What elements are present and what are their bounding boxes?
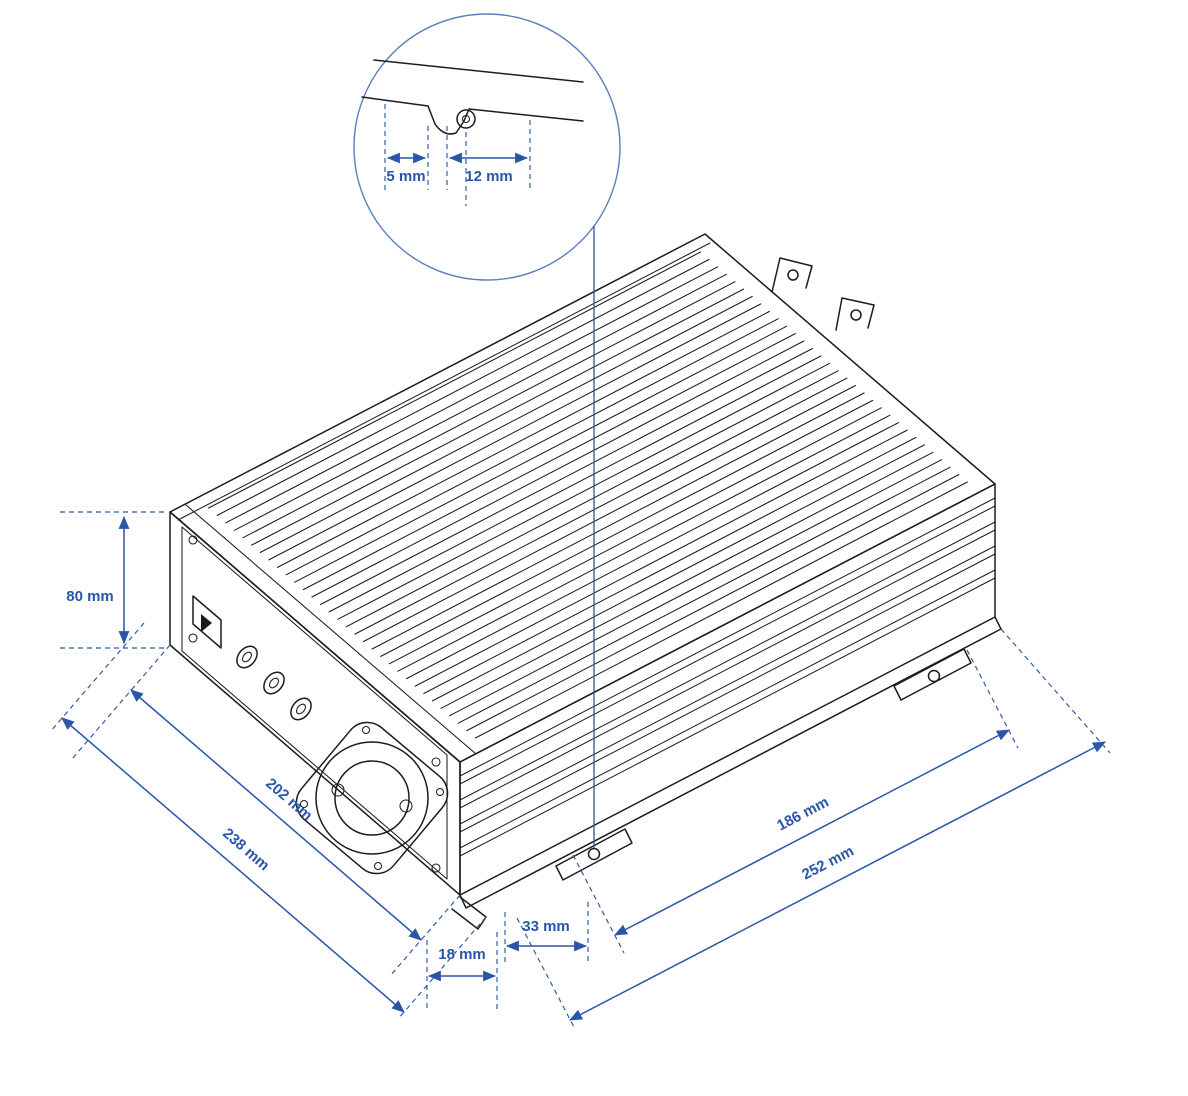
power-switch — [192, 595, 222, 649]
dim-label-186mm: 186 mm — [774, 794, 831, 835]
dim-80mm: 80 mm — [60, 511, 168, 649]
detail-top-edge — [373, 59, 584, 83]
dimensions: 80 mm 202 mm 238 mm 18 mm 33 mm 186 mm — [49, 511, 1111, 1030]
detail-screw-center — [461, 114, 471, 124]
front-panel — [181, 526, 448, 880]
mounting-ear-2 — [835, 297, 875, 331]
heatsink-fins-side-icon — [459, 497, 996, 857]
outlet-ring — [315, 741, 429, 855]
mounting-tab-rear — [893, 648, 972, 701]
outlet-clip-right — [399, 799, 413, 813]
mounting-hole-front — [587, 847, 601, 861]
ac-outlet — [295, 721, 449, 875]
detail-flange-edge — [361, 96, 584, 135]
ear-hole-1 — [787, 269, 799, 281]
indicator-terminals — [236, 645, 312, 721]
dim-label-238mm: 238 mm — [219, 825, 272, 874]
detail-extension-lines — [384, 104, 531, 206]
inverter-drawing — [169, 233, 1002, 930]
dim-label-252mm: 252 mm — [799, 843, 856, 884]
dim-label-5mm: 5 mm — [386, 168, 425, 185]
outlet-screws — [299, 725, 445, 871]
dim-label-33mm: 33 mm — [522, 918, 570, 935]
base-skirt — [459, 616, 1002, 909]
detail-screw-icon — [456, 109, 476, 129]
outlet-well — [334, 760, 410, 836]
mounting-hole-rear — [927, 669, 941, 683]
detail-callout: 5 mm 12 mm — [353, 13, 621, 848]
cover-lip — [177, 242, 711, 755]
detail-circle — [353, 13, 621, 281]
dim-252mm: 252 mm — [516, 628, 1111, 1030]
dim-33mm: 33 mm — [504, 902, 589, 963]
outlet-plate — [295, 721, 449, 875]
dim-18mm: 18 mm — [426, 932, 498, 1010]
right-face — [459, 483, 996, 896]
dim-label-18mm: 18 mm — [438, 946, 486, 963]
dim-label-12mm: 12 mm — [465, 168, 513, 185]
front-foot — [451, 896, 487, 930]
ear-hole-2 — [850, 309, 862, 321]
detail-dimensions: 5 mm 12 mm — [384, 104, 531, 206]
mounting-ear-1 — [771, 257, 813, 293]
heatsink-fins-top-icon — [208, 251, 968, 739]
dim-label-80mm: 80 mm — [66, 588, 114, 605]
dim-238mm: 238 mm — [49, 622, 487, 1020]
switch-glyph-icon — [201, 614, 212, 632]
panel-screws — [188, 535, 441, 873]
